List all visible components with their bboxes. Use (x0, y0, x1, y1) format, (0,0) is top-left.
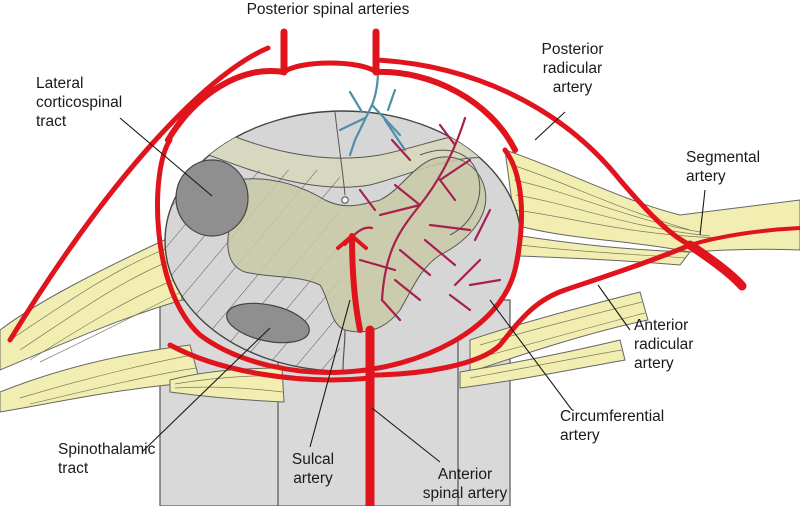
label-anterior-spinal-artery: Anterior spinal artery (422, 466, 508, 502)
lateral-corticospinal-tract-region (175, 159, 249, 237)
right-nerve-roots (459, 149, 800, 389)
label-posterior-radicular-artery: Posterior radicular artery (541, 41, 604, 96)
spinothalamic-tract-region (226, 302, 310, 344)
arteries (7, 28, 800, 506)
left-nerve-roots (0, 234, 285, 413)
label-anterior-radicular-artery: Anterior radicular artery (634, 317, 694, 372)
label-spinothalamic-tract: Spinothalamic tract (58, 441, 156, 477)
label-circumferential-artery: Circumferential artery (560, 408, 665, 444)
circumferential-branches (343, 116, 502, 322)
leader-lines (119, 111, 706, 463)
label-sulcal-artery: Sulcal artery (291, 451, 335, 487)
posterior-vessel-tree (338, 68, 407, 157)
label-lateral-corticospinal-tract: Lateral corticospinal tract (36, 75, 123, 130)
label-posterior-spinal-arteries: Posterior spinal arteries (246, 1, 410, 18)
spinal-cord-cross-section (164, 110, 522, 372)
label-segmental-artery: Segmental artery (686, 149, 761, 185)
